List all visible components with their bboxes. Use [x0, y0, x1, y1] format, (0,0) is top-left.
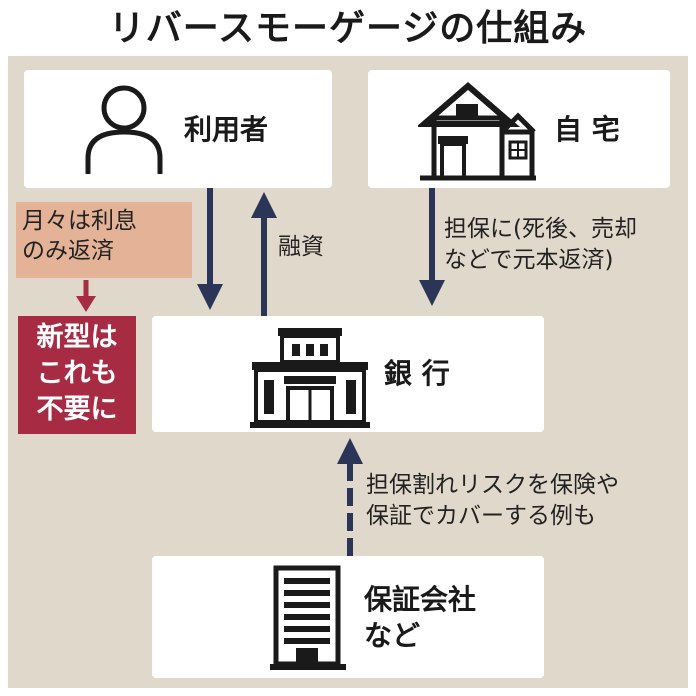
home-label: 自 宅	[554, 113, 620, 146]
guarantor-to-bank-arrow	[337, 438, 363, 556]
bank-to-user-arrow	[251, 192, 277, 316]
office-building-icon	[270, 565, 346, 670]
interest-only-note: 月々は利息 のみ返済	[16, 202, 192, 278]
user-label: 利用者	[184, 113, 269, 146]
diagram-title: リバースモーゲージの仕組み	[108, 8, 588, 49]
bank-building-icon	[250, 328, 370, 428]
bank-node: 銀 行	[152, 316, 544, 432]
person-icon	[85, 85, 163, 174]
collateral-label: 担保に(死後、売却 などで元本返済)	[444, 216, 637, 273]
guarantee-label: 担保割れリスクを保険や 保証でカバーする例も	[366, 472, 619, 529]
home-to-bank-arrow	[419, 188, 445, 306]
guarantor-label: 保証会社 など	[364, 583, 477, 652]
new-type-callout: 新型は これも 不要に	[18, 316, 136, 434]
user-to-bank-arrow	[197, 188, 223, 310]
note-to-callout-arrow	[76, 280, 96, 312]
home-node: 自 宅	[368, 70, 670, 188]
user-node: 利用者	[24, 70, 332, 188]
loan-label: 融資	[278, 234, 324, 260]
guarantor-node: 保証会社 など	[152, 556, 544, 678]
bank-label: 銀 行	[384, 357, 450, 390]
house-icon	[418, 82, 536, 181]
